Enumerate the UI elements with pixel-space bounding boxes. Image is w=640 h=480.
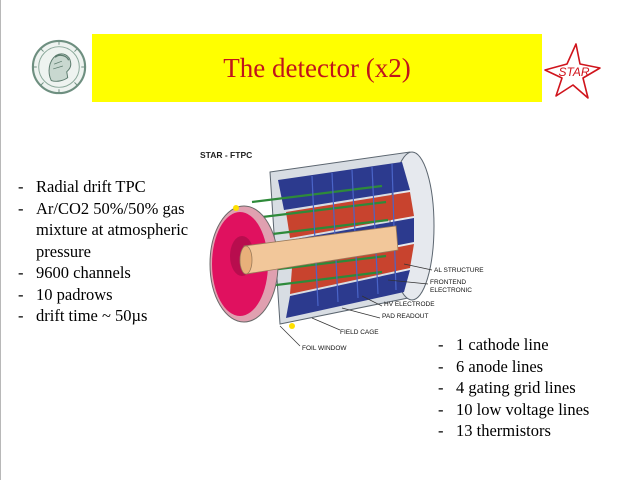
- figure-caption: STAR - FTPC: [200, 150, 252, 160]
- left-border-line: [0, 0, 1, 480]
- ftpc-detector-figure: STAR - FTPC AL STRUCTURE FRONTEN: [200, 150, 484, 352]
- label-electronic: ELECTRONIC: [430, 287, 472, 294]
- list-item: 1 cathode line: [438, 334, 589, 356]
- cable-lines-list: 1 cathode line 6 anode lines 4 gating gr…: [438, 334, 589, 442]
- list-item: 6 anode lines: [438, 356, 589, 378]
- list-item: 10 low voltage lines: [438, 399, 589, 421]
- list-item: drift time ~ 50µs: [18, 305, 216, 327]
- label-field-cage: FIELD CAGE: [340, 329, 379, 336]
- slide-title: The detector (x2): [223, 52, 411, 83]
- list-item: Radial drift TPC: [18, 176, 216, 198]
- star-logo: STAR: [544, 43, 601, 99]
- label-frontend: FRONTEND: [430, 279, 466, 286]
- label-pad-readout: PAD READOUT: [382, 313, 428, 320]
- list-item: 10 padrows: [18, 284, 216, 306]
- mpg-seal-logo: [31, 39, 87, 95]
- star-logo-text: STAR: [558, 65, 589, 79]
- title-banner: The detector (x2): [92, 34, 542, 102]
- label-hv-electrode: HV ELECTRODE: [384, 301, 435, 308]
- list-item: 4 gating grid lines: [438, 377, 589, 399]
- list-item: 9600 channels: [18, 262, 216, 284]
- label-foil-window: FOIL WINDOW: [302, 345, 347, 352]
- detector-specs-list: Radial drift TPC Ar/CO2 50%/50% gas mixt…: [18, 176, 216, 327]
- list-item: Ar/CO2 50%/50% gas mixture at atmospheri…: [18, 198, 216, 263]
- list-item: 13 thermistors: [438, 420, 589, 442]
- marker-dot: [233, 205, 239, 211]
- label-al-structure: AL STRUCTURE: [434, 267, 484, 274]
- marker-dot: [289, 323, 295, 329]
